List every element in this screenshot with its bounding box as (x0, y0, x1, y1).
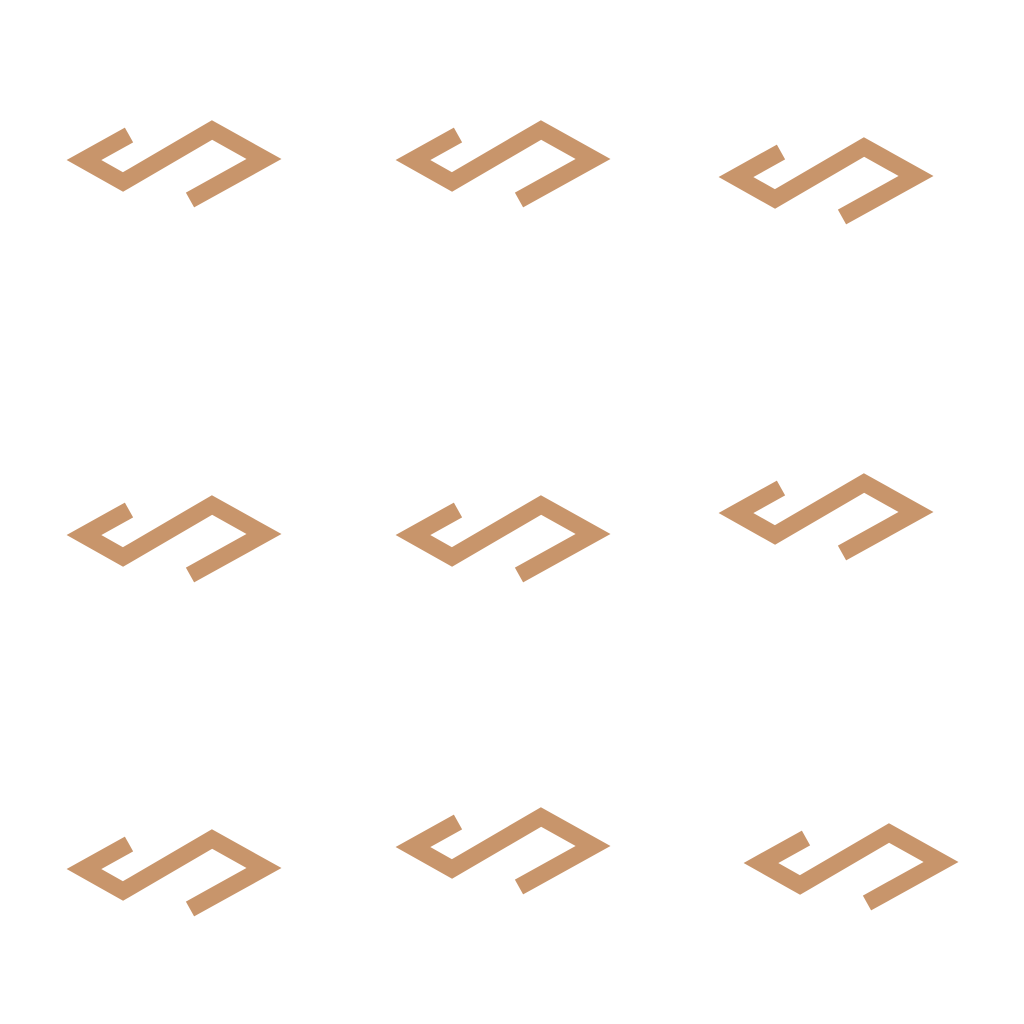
s-zigzag-icon (718, 473, 934, 561)
s-zigzag-icon (395, 120, 611, 208)
s-zigzag-icon (66, 829, 282, 917)
s-zigzag-icon (395, 807, 611, 895)
s-zigzag-icon (718, 137, 934, 225)
s-zigzag-icon (66, 120, 282, 208)
s-zigzag-icon (743, 823, 959, 911)
s-zigzag-icon (395, 495, 611, 583)
s-zigzag-icon (66, 495, 282, 583)
